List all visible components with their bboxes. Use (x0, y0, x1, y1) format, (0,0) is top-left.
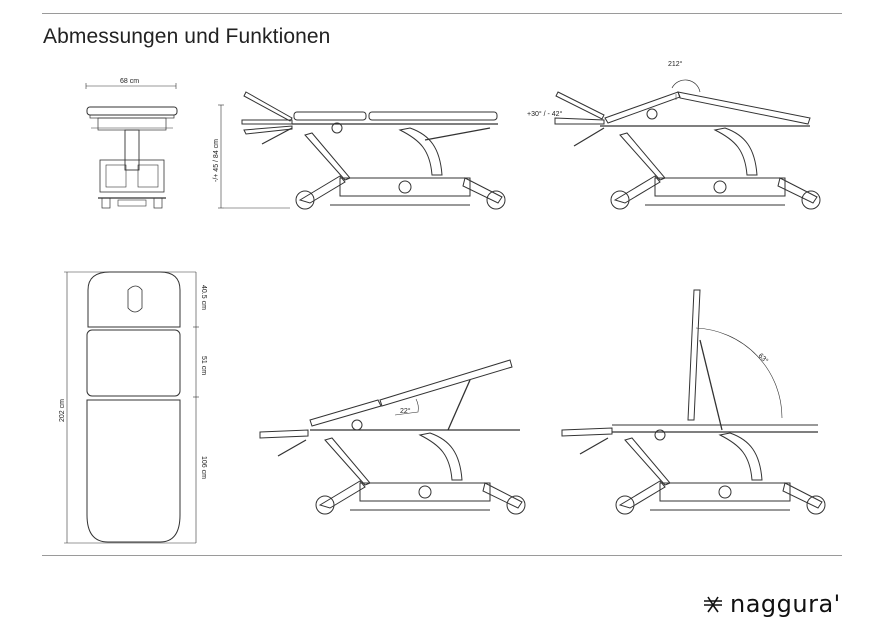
top-divider (42, 13, 842, 14)
brand-logo: naggura' (702, 589, 841, 619)
backrest-angle-label: 212° (668, 60, 683, 68)
naggura-mark-icon (704, 596, 722, 613)
height-range-label: -/+ 45 / 84 cm (213, 139, 220, 182)
total-length-label: 202 cm (59, 399, 66, 422)
side-view-sitting (561, 289, 826, 515)
sitting-angle-label: 63° (757, 352, 770, 365)
side-view-incline (259, 359, 526, 515)
headrest-angle-label: +30° / - 42° (527, 110, 563, 118)
side-view-height (218, 91, 506, 210)
head-section-label: 40.5 cm (200, 285, 207, 310)
front-view (85, 83, 178, 209)
side-view-backrest (554, 79, 821, 210)
width-label: 68 cm (120, 78, 139, 85)
bottom-divider (42, 555, 842, 556)
top-view (64, 271, 199, 544)
middle-section-label: 51 cm (200, 356, 207, 375)
brand-name: naggura' (730, 590, 841, 618)
incline-angle-label: 22° (400, 407, 411, 415)
leg-section-label: 106 cm (200, 456, 207, 479)
page-title: Abmessungen und Funktionen (43, 25, 331, 48)
